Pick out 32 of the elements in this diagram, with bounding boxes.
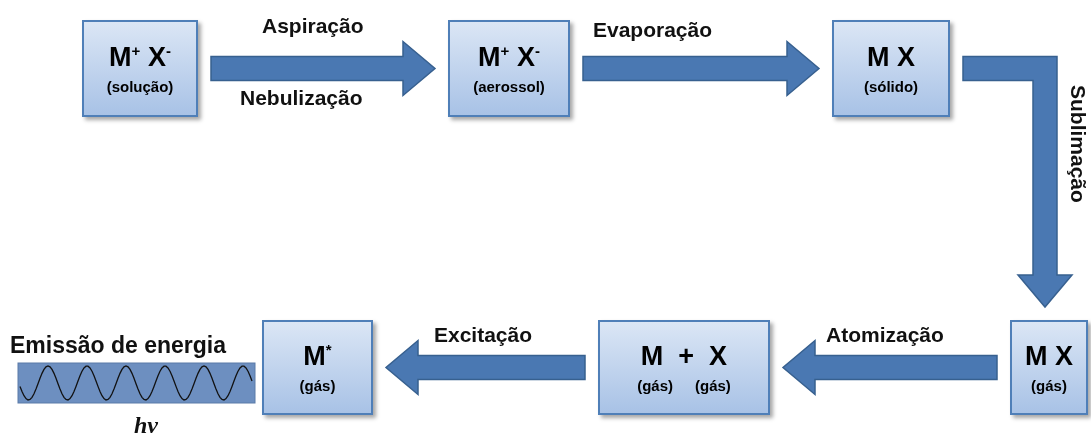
- block-arrow: [962, 55, 1074, 309]
- species-formula: M + X: [640, 341, 728, 373]
- state-label: (gás): [637, 376, 673, 394]
- block-arrow: [582, 39, 821, 98]
- process-box: [262, 320, 373, 415]
- state-label: (gás): [299, 376, 336, 394]
- process-box: [1010, 320, 1088, 415]
- edge-label: Aspiração: [262, 14, 364, 38]
- process-box: [448, 20, 570, 117]
- process-box: [832, 20, 950, 117]
- edge-label: Excitação: [434, 323, 533, 347]
- photon-energy-label: hν: [134, 412, 158, 439]
- state-label: (gás): [695, 376, 731, 394]
- species-formula: M X: [867, 42, 915, 74]
- edge-label: Sublimação: [1066, 85, 1090, 203]
- process-label: Nebulização: [240, 86, 363, 110]
- edge-label: Atomização: [826, 323, 944, 347]
- state-label: (solução): [106, 77, 174, 95]
- state-label: (gás): [1031, 376, 1067, 394]
- species-formula: M$^{+}$ X$^{-}$: [109, 42, 171, 74]
- block-arrow: [210, 39, 437, 98]
- species-formula: M X: [1025, 341, 1073, 373]
- edge-label: Evaporação: [593, 18, 713, 42]
- state-label: (aerossol): [473, 77, 545, 95]
- process-box: [82, 20, 198, 117]
- block-arrow: [384, 338, 586, 397]
- process-label: Emissão de energia: [10, 332, 227, 359]
- process-box: [598, 320, 770, 415]
- block-arrow: [781, 338, 998, 397]
- state-label: (sólido): [863, 77, 919, 95]
- species-formula: M$^{*}$: [303, 341, 332, 373]
- species-formula: M$^{+}$ X$^{-}$: [478, 42, 540, 74]
